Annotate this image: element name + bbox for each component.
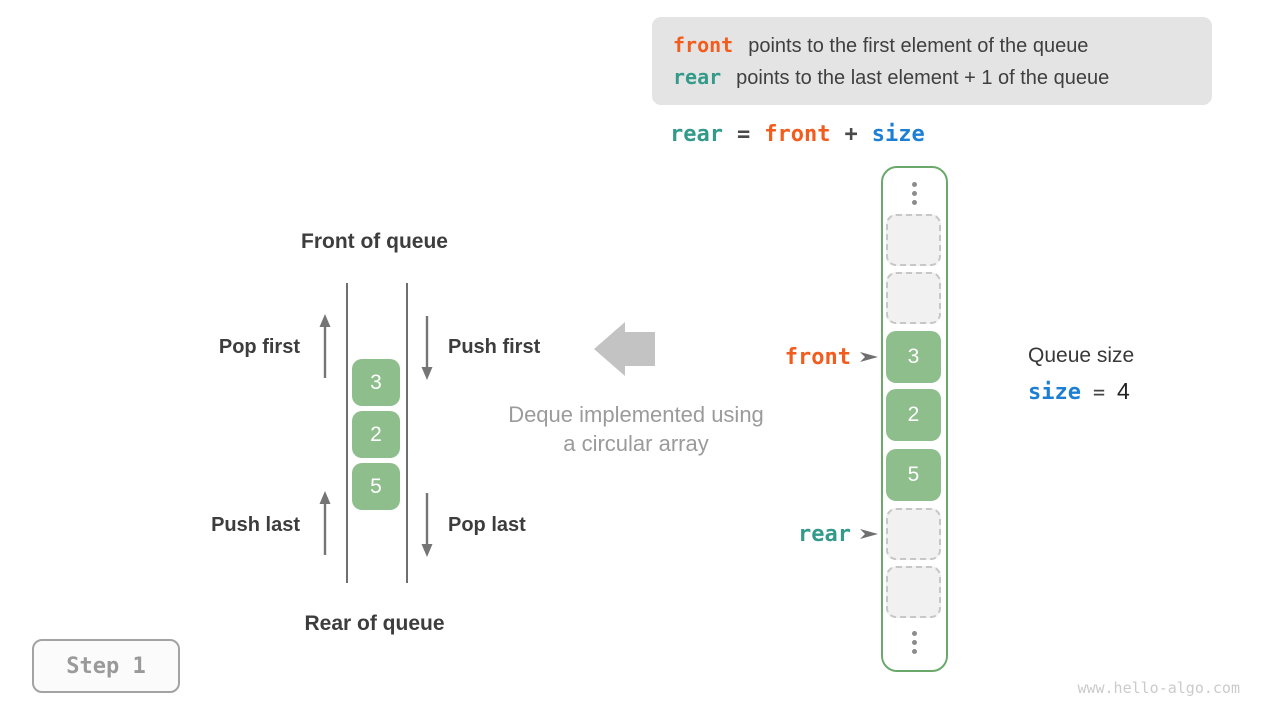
size-token: size [1028,380,1081,405]
front-token: front [673,32,734,57]
equation-equals: = [736,122,751,147]
queue-size-title: Queue size [1028,344,1135,367]
front-pointer: front [700,344,878,370]
legend-line-front: front points to the first element of the… [673,33,1212,58]
ellipsis-bottom-icon [883,631,946,654]
deque-cell: 3 [352,359,400,406]
equation: rear = front + size [670,122,925,147]
down-arrow-icon [421,316,433,380]
pop-last-label: Pop last [448,514,526,536]
legend-line-rear: rear points to the last element + 1 of t… [673,65,1212,90]
rear-token: rear [673,64,722,89]
rear-pointer-arrow-icon [860,529,878,539]
deque-cell: 5 [352,463,400,510]
deque-right-wall [406,283,408,583]
array-cell-empty [886,566,941,618]
caption: Deque implemented using a circular array [480,400,792,458]
watermark: www.hello-algo.com [1077,679,1240,697]
push-last-label: Push last [211,514,300,536]
up-arrow-icon [319,491,331,555]
step-badge: Step 1 [32,639,180,693]
array-cell: 3 [886,331,941,383]
queue-size-value-line: size = 4 [1028,378,1130,405]
size-value: 4 [1117,378,1130,404]
rear-pointer-label: rear [798,521,851,547]
array-cell: 2 [886,389,941,441]
equation-size: size [871,122,925,147]
left-block-arrow-icon [594,322,655,376]
equation-rear: rear [670,122,723,147]
front-pointer-arrow-icon [860,352,878,362]
equation-plus: + [844,122,858,147]
array-cell-empty [886,508,941,560]
pop-first-label: Pop first [218,336,300,358]
legend-box: front points to the first element of the… [652,17,1212,105]
rear-of-queue-title: Rear of queue [304,612,445,635]
circular-array: 3 2 5 [881,166,948,672]
rear-description: points to the last element + 1 of the qu… [736,66,1110,89]
array-cell-empty [886,272,941,324]
up-arrow-icon [319,314,331,378]
array-cell-empty [886,214,941,266]
front-description: points to the first element of the queue [748,34,1089,57]
rear-pointer: rear [700,521,878,547]
down-arrow-icon [421,493,433,557]
deque-left-wall [346,283,348,583]
front-pointer-label: front [784,344,851,370]
caption-line1: Deque implemented using [508,402,764,427]
size-equals: = [1092,380,1106,404]
front-of-queue-title: Front of queue [301,230,448,253]
equation-front: front [764,122,831,147]
caption-line2: a circular array [563,431,709,456]
array-cell: 5 [886,449,941,501]
deque-cell: 2 [352,411,400,458]
push-first-label: Push first [448,336,541,358]
ellipsis-top-icon [883,182,946,205]
